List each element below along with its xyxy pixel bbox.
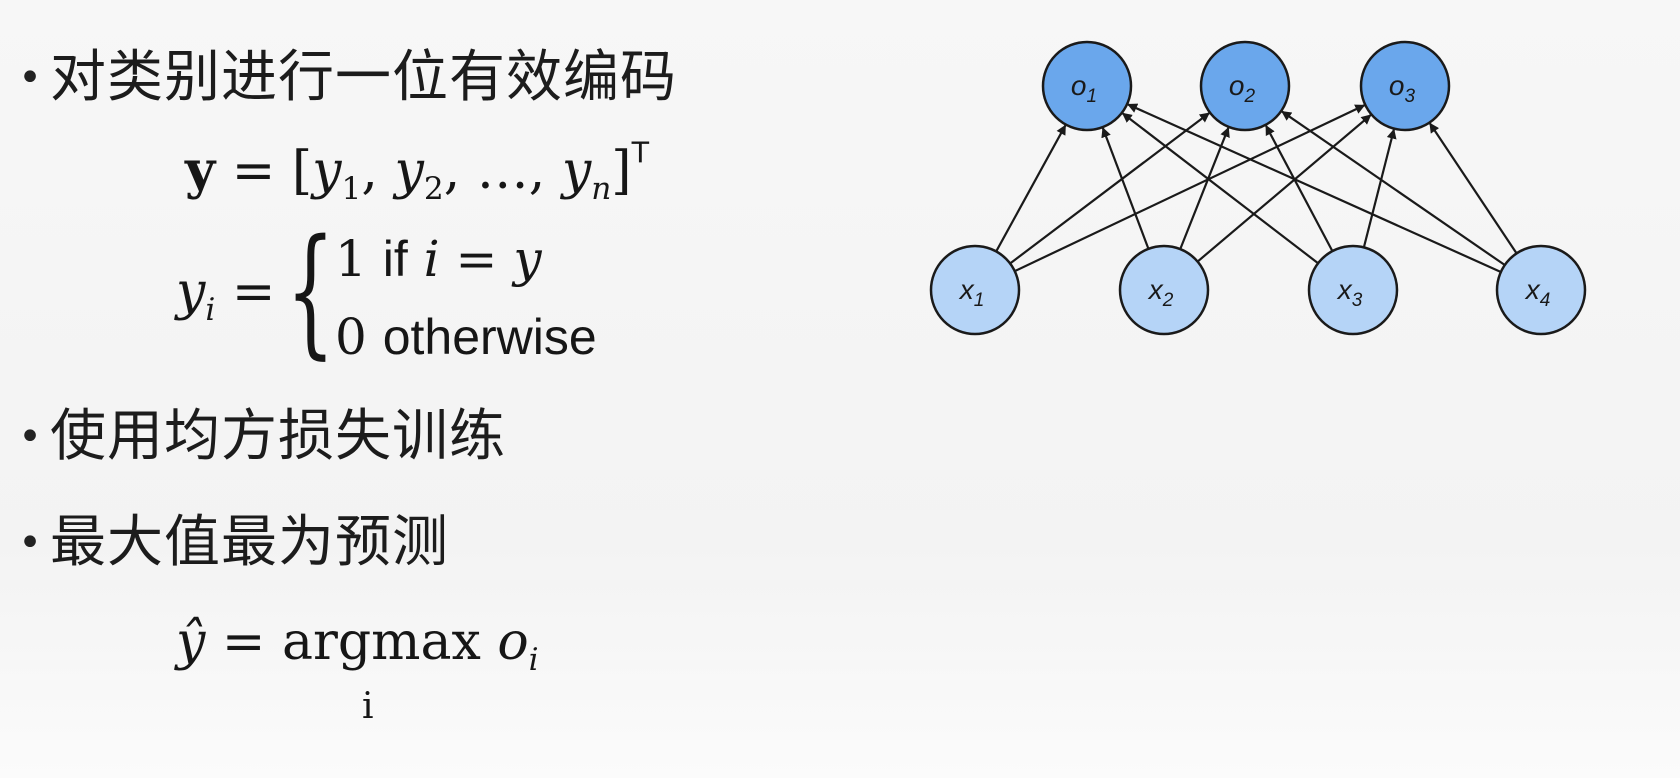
formula-case-2: 0 otherwise: [335, 308, 597, 366]
output-node-o3-label: o3: [1389, 70, 1416, 107]
edges: [995, 103, 1518, 273]
edge-x3-o1: [1121, 112, 1319, 265]
bullet-onehot: • 对类别进行一位有效编码: [10, 38, 677, 118]
edge-x4-o3: [1429, 122, 1518, 254]
edge-x3-o3: [1362, 128, 1397, 248]
formula-onehot-vector: y = [y1, y2, …, yn]T: [185, 135, 650, 207]
edge-x2-o3: [1196, 114, 1372, 263]
edge-x1-o1: [995, 124, 1067, 252]
edge-x2-o2: [1179, 126, 1230, 250]
bullet-text-onehot: 对类别进行一位有效编码: [50, 45, 677, 110]
formula-case-lhs: yi =: [176, 262, 276, 328]
input-node-x3-label: x3: [1336, 274, 1363, 311]
output-layer: o1 o2 o3: [1041, 40, 1451, 132]
input-layer: x1 x2 x3 x4: [929, 244, 1587, 336]
edge-x4-o2: [1281, 110, 1506, 266]
input-node-x4: x4: [1495, 244, 1587, 336]
input-node-x1-circle: [929, 244, 1021, 336]
bullet-mse: • 使用均方损失训练: [10, 397, 506, 477]
edge-x1-o2: [1009, 112, 1210, 265]
output-node-o2-label: o2: [1229, 70, 1256, 107]
output-node-o1: o1: [1041, 40, 1133, 132]
output-node-o1-circle: [1041, 40, 1133, 132]
bullet-dot: •: [18, 414, 42, 460]
input-node-x4-label: x4: [1524, 274, 1551, 311]
bullet-dot: •: [18, 520, 42, 566]
bullet-argmax: • 最大值最为预测: [10, 503, 449, 583]
input-node-x1-label: x1: [958, 274, 985, 311]
bullet-text-mse: 使用均方损失训练: [50, 404, 506, 469]
input-node-x2: x2: [1118, 244, 1210, 336]
edge-x4-o1: [1127, 103, 1502, 273]
input-node-x2-circle: [1118, 244, 1210, 336]
output-node-o1-label: o1: [1071, 70, 1097, 107]
output-node-o3-circle: [1359, 40, 1451, 132]
formula-case-brace: {: [286, 210, 335, 373]
input-node-x3: x3: [1307, 244, 1399, 336]
input-node-x4-circle: [1495, 244, 1587, 336]
output-node-o2-circle: [1199, 40, 1291, 132]
bullet-dot: •: [18, 55, 42, 101]
input-node-x3-circle: [1307, 244, 1399, 336]
formula-prediction-main: ŷ = argmax oi: [176, 612, 539, 678]
edge-x1-o3: [1014, 104, 1366, 273]
edge-x3-o2: [1265, 124, 1334, 252]
input-node-x2-label: x2: [1147, 274, 1174, 311]
bullet-text-argmax: 最大值最为预测: [50, 510, 449, 575]
formula-case-1: 1 if i = y: [335, 230, 542, 288]
edge-x2-o1: [1101, 127, 1150, 250]
output-node-o3: o3: [1359, 40, 1451, 132]
input-node-x1: x1: [929, 244, 1021, 336]
output-node-o2: o2: [1199, 40, 1291, 132]
formula-prediction-argmax-sub: i: [362, 686, 374, 727]
